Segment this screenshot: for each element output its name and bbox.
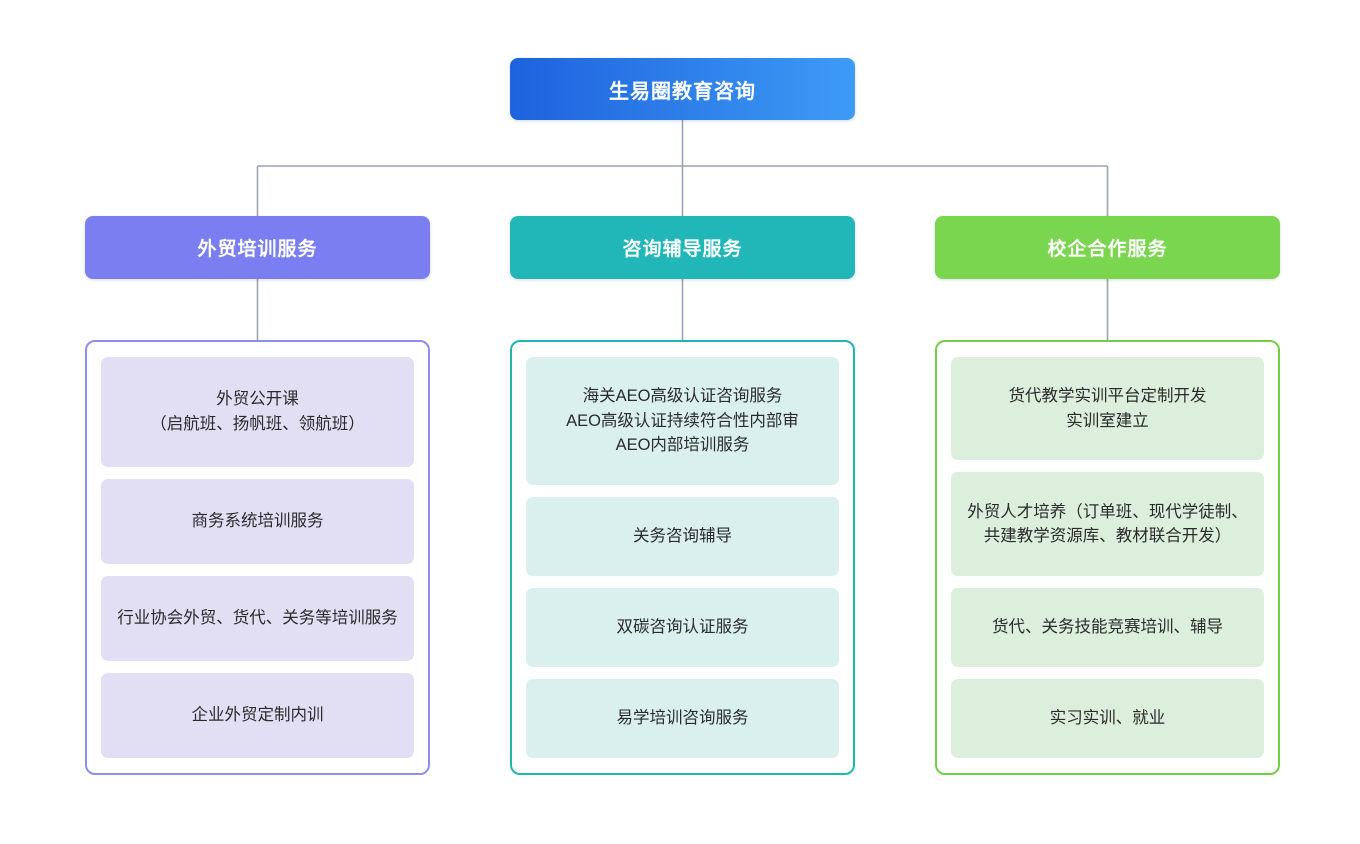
service-item[interactable]: 行业协会外贸、货代、关务等培训服务	[101, 575, 414, 661]
branch-header-foreign-trade-training[interactable]: 外贸培训服务	[85, 216, 430, 279]
service-item-label: 外贸人才培养（订单班、现代学徒制、共建教学资源库、教材联合开发）	[967, 502, 1248, 546]
service-item-label: 外贸公开课 （启航班、扬帆班、领航班）	[150, 390, 365, 433]
service-item[interactable]: 双碳咨询认证服务	[526, 587, 839, 667]
service-item-label: 商务系统培训服务	[191, 511, 324, 530]
service-item-label: 行业协会外贸、货代、关务等培训服务	[117, 609, 398, 628]
branch-panel-school-enterprise-cooperation: 货代教学实训平台定制开发 实训室建立 外贸人才培养（订单班、现代学徒制、共建教学…	[935, 340, 1280, 775]
service-item[interactable]: 关务咨询辅导	[526, 496, 839, 576]
branch-header-label: 外贸培训服务	[197, 239, 318, 260]
service-item[interactable]: 商务系统培训服务	[101, 478, 414, 564]
service-item-label: 关务咨询辅导	[633, 527, 732, 546]
service-item-label: 海关AEO高级认证咨询服务 AEO高级认证持续符合性内部审 AEO内部培训服务	[566, 387, 799, 455]
service-item[interactable]: 外贸公开课 （启航班、扬帆班、领航班）	[101, 357, 414, 467]
service-item-label: 货代教学实训平台定制开发 实训室建立	[1008, 387, 1207, 430]
root-node[interactable]: 生易圈教育咨询	[510, 58, 855, 120]
root-node-label: 生易圈教育咨询	[609, 80, 756, 103]
service-item[interactable]: 实习实训、就业	[951, 678, 1264, 758]
branch-panel-consulting-tutoring: 海关AEO高级认证咨询服务 AEO高级认证持续符合性内部审 AEO内部培训服务 …	[510, 340, 855, 775]
service-item[interactable]: 企业外贸定制内训	[101, 672, 414, 759]
service-item-label: 易学培训咨询服务	[616, 709, 749, 728]
service-item-label: 企业外贸定制内训	[191, 706, 324, 725]
branch-school-enterprise-cooperation: 校企合作服务 货代教学实训平台定制开发 实训室建立 外贸人才培养（订单班、现代学…	[935, 216, 1280, 775]
service-item-label: 双碳咨询认证服务	[616, 618, 749, 637]
branch-panel-foreign-trade-training: 外贸公开课 （启航班、扬帆班、领航班） 商务系统培训服务 行业协会外贸、货代、关…	[85, 340, 430, 775]
service-item-label: 货代、关务技能竞赛培训、辅导	[992, 618, 1223, 637]
service-item-label: 实习实训、就业	[1049, 709, 1166, 728]
branch-header-label: 校企合作服务	[1047, 239, 1168, 260]
service-item[interactable]: 海关AEO高级认证咨询服务 AEO高级认证持续符合性内部审 AEO内部培训服务	[526, 357, 839, 485]
service-item[interactable]: 货代、关务技能竞赛培训、辅导	[951, 587, 1264, 667]
branch-consulting-tutoring: 咨询辅导服务 海关AEO高级认证咨询服务 AEO高级认证持续符合性内部审 AEO…	[510, 216, 855, 775]
branch-header-consulting-tutoring[interactable]: 咨询辅导服务	[510, 216, 855, 279]
service-item[interactable]: 易学培训咨询服务	[526, 678, 839, 758]
service-item[interactable]: 外贸人才培养（订单班、现代学徒制、共建教学资源库、教材联合开发）	[951, 472, 1264, 576]
service-item[interactable]: 货代教学实训平台定制开发 实训室建立	[951, 357, 1264, 461]
branch-header-school-enterprise-cooperation[interactable]: 校企合作服务	[935, 216, 1280, 279]
branch-foreign-trade-training: 外贸培训服务 外贸公开课 （启航班、扬帆班、领航班） 商务系统培训服务 行业协会…	[85, 216, 430, 775]
branch-header-label: 咨询辅导服务	[622, 239, 743, 260]
